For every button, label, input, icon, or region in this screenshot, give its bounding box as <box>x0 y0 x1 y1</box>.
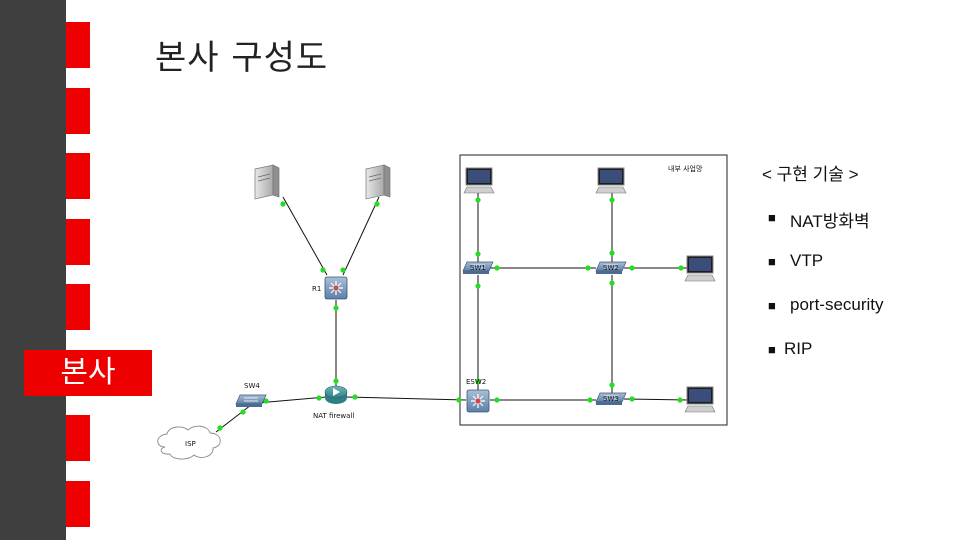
isp-label: ISP <box>185 440 196 448</box>
isp-cloud-icon <box>157 425 221 460</box>
firewall-icon <box>324 385 348 404</box>
feature-text: NAT방화벽 <box>790 212 870 231</box>
feature-list: < 구현 기술 > ■ NAT방화벽 ■ VTP ■ port-security… <box>762 160 884 383</box>
pc-icon <box>684 386 716 413</box>
feature-text: port-security <box>790 295 884 314</box>
sw4-label: SW4 <box>244 382 260 390</box>
switch-esw2-icon <box>466 389 490 413</box>
pc-icon <box>463 167 495 194</box>
feature-item: ■ VTP <box>762 251 884 295</box>
server-icon <box>365 164 391 200</box>
bullet-icon: ■ <box>768 342 776 357</box>
feature-text: VTP <box>790 251 824 270</box>
feature-text: RIP <box>784 339 813 358</box>
sidebar-dark-strip <box>0 0 66 540</box>
feature-item: ■ port-security <box>762 295 884 339</box>
sidebar-tab <box>66 88 90 134</box>
feature-item: ■ RIP <box>762 339 884 383</box>
sw1-label: SW1 <box>470 264 486 272</box>
link-lines <box>215 193 689 433</box>
sidebar-tab <box>66 22 90 68</box>
bullet-icon: ■ <box>768 254 776 269</box>
pc-icon <box>595 167 627 194</box>
router-r1-icon <box>324 276 348 300</box>
feature-item: ■ NAT방화벽 <box>762 207 884 251</box>
sidebar-tab <box>66 481 90 527</box>
server-icon <box>254 164 280 200</box>
sidebar-tab <box>66 153 90 199</box>
r1-label: R1 <box>312 285 321 293</box>
sw3-label: SW3 <box>603 395 619 403</box>
pc-icon <box>684 255 716 282</box>
sidebar-tab <box>66 219 90 265</box>
internal-network-boundary <box>459 154 728 426</box>
firewall-label: NAT firewall <box>313 412 354 420</box>
sw2-label: SW2 <box>603 264 619 272</box>
link-status-dots <box>217 197 684 431</box>
page-title: 본사 구성도 <box>155 38 329 78</box>
side-label: 본사 <box>24 350 152 396</box>
internal-network-label: 내부 사업망 <box>668 164 703 173</box>
bullet-icon: ■ <box>768 298 776 313</box>
sidebar-tab <box>66 415 90 461</box>
esw2-label: ESW2 <box>466 378 486 386</box>
switch-sw4-icon <box>235 394 267 408</box>
bullet-icon: ■ <box>768 210 776 225</box>
feature-heading: < 구현 기술 > <box>762 165 859 184</box>
sidebar-tab <box>66 284 90 330</box>
